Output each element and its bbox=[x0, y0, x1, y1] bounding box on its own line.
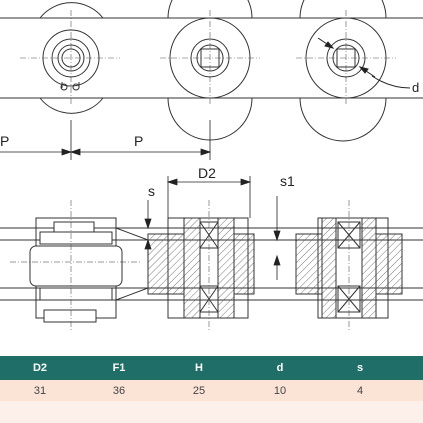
chain-side-section bbox=[0, 200, 423, 332]
left-roller bbox=[10, 217, 149, 323]
cell-f1: 36 bbox=[112, 384, 126, 397]
table-header-row: D2 F1 H d s bbox=[0, 356, 423, 380]
header-h: H bbox=[195, 362, 203, 374]
d2-dimension bbox=[166, 176, 252, 218]
header-s: s bbox=[356, 362, 364, 374]
middle-bushing bbox=[147, 217, 255, 319]
d2-label: D2 bbox=[198, 165, 216, 181]
s-label: s bbox=[148, 183, 155, 199]
table-row: 31 36 25 10 4 bbox=[0, 380, 423, 401]
s1-label: s1 bbox=[280, 173, 295, 189]
header-f1: F1 bbox=[112, 362, 126, 374]
pitch-label-left: P bbox=[0, 133, 9, 149]
table-row-empty bbox=[0, 401, 423, 423]
cell-s: 4 bbox=[356, 384, 364, 397]
header-d2: D2 bbox=[32, 362, 48, 374]
cell-h: 25 bbox=[192, 384, 206, 397]
header-d: d bbox=[276, 362, 284, 374]
cell-d: 10 bbox=[273, 384, 287, 397]
pitch-dimension bbox=[0, 120, 212, 160]
s1-dimension bbox=[273, 196, 281, 280]
cell-d2: 31 bbox=[33, 384, 47, 397]
d-dimension bbox=[317, 37, 411, 89]
d-label: d bbox=[412, 80, 419, 95]
technical-drawing: d P P bbox=[0, 0, 423, 332]
chain-top-view bbox=[0, 0, 423, 142]
pitch-label: P bbox=[134, 133, 143, 149]
s-dimension bbox=[144, 200, 152, 268]
